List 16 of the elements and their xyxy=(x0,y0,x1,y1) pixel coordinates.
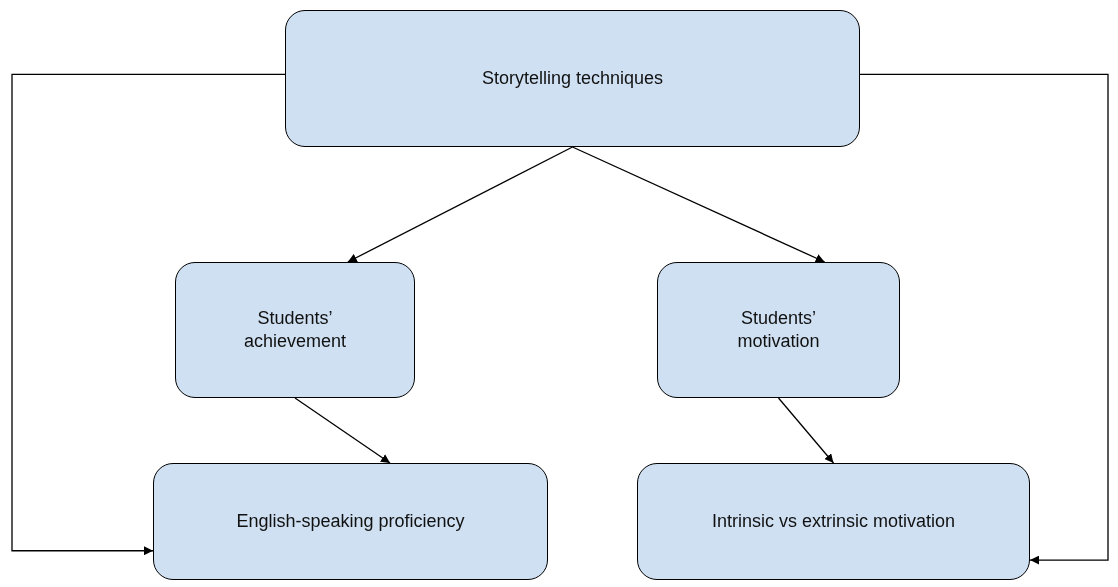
box-label: Students’ motivation xyxy=(736,306,821,353)
arrow xyxy=(571,146,826,263)
rounded-box xyxy=(175,262,415,398)
rounded-box xyxy=(153,463,548,580)
box-label: Intrinsic vs extrinsic motivation xyxy=(711,509,956,533)
arrow xyxy=(11,73,286,556)
rounded-box xyxy=(637,463,1030,580)
box-label: English-speaking proficiency xyxy=(236,509,465,533)
arrow xyxy=(347,146,574,263)
arrow xyxy=(859,73,1109,565)
arrow xyxy=(294,397,391,464)
arrow xyxy=(777,397,835,464)
rounded-box xyxy=(657,262,900,398)
box-label: Storytelling techniques xyxy=(481,66,664,90)
rounded-box xyxy=(285,10,860,147)
box-label: Students’ achievement xyxy=(242,306,348,353)
